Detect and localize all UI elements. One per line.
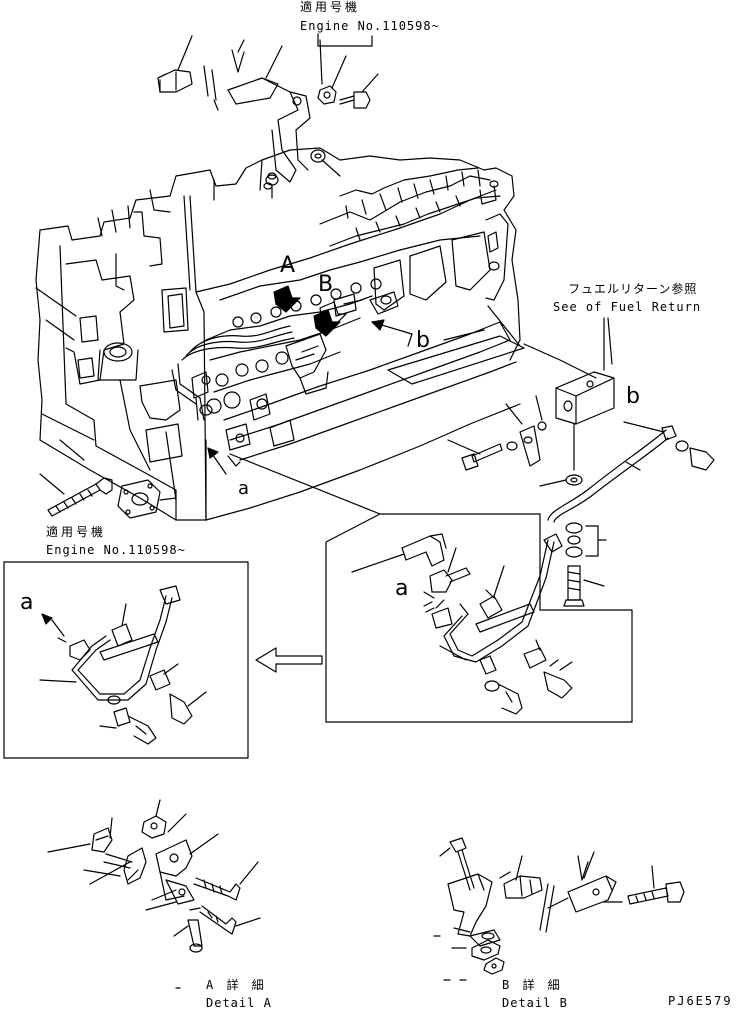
callout-a-left: a — [20, 590, 34, 615]
top-bracket-group — [157, 33, 379, 199]
detail-b-drawing — [433, 837, 685, 981]
injection-pump-area — [171, 278, 413, 475]
callout-b-main: b — [416, 328, 430, 353]
left-loose-parts — [35, 287, 177, 519]
top-note-jp: 適用号機 — [300, 0, 361, 14]
detail-a-en: Detail A — [206, 996, 272, 1010]
callout-b-block: b — [626, 384, 640, 409]
callout-a-main: a — [238, 478, 250, 499]
fuel-return-group — [443, 317, 715, 607]
fuel-return-jp: フュエルリターン参照 — [568, 282, 698, 296]
callout-A: A — [280, 253, 296, 278]
left-note-engine-no: Engine No.110598~ — [46, 543, 186, 557]
detail-b-jp: B 詳 細 — [502, 978, 563, 992]
callout-B: B — [318, 272, 334, 297]
fuel-return-en: See of Fuel Return — [553, 300, 702, 314]
detail-b-en: Detail B — [502, 996, 568, 1010]
top-note-engine-no: Engine No.110598~ — [300, 19, 440, 33]
detail-a-drawing — [47, 799, 261, 953]
left-note-jp: 適用号機 — [46, 525, 107, 539]
engine-block — [35, 147, 525, 521]
callout-a-right: a — [395, 576, 409, 601]
detail-a-jp: A 詳 細 — [206, 978, 267, 992]
right-detail-box — [229, 453, 633, 723]
part-code: PJ6E579 — [668, 994, 733, 1008]
left-detail-box — [3, 561, 323, 759]
